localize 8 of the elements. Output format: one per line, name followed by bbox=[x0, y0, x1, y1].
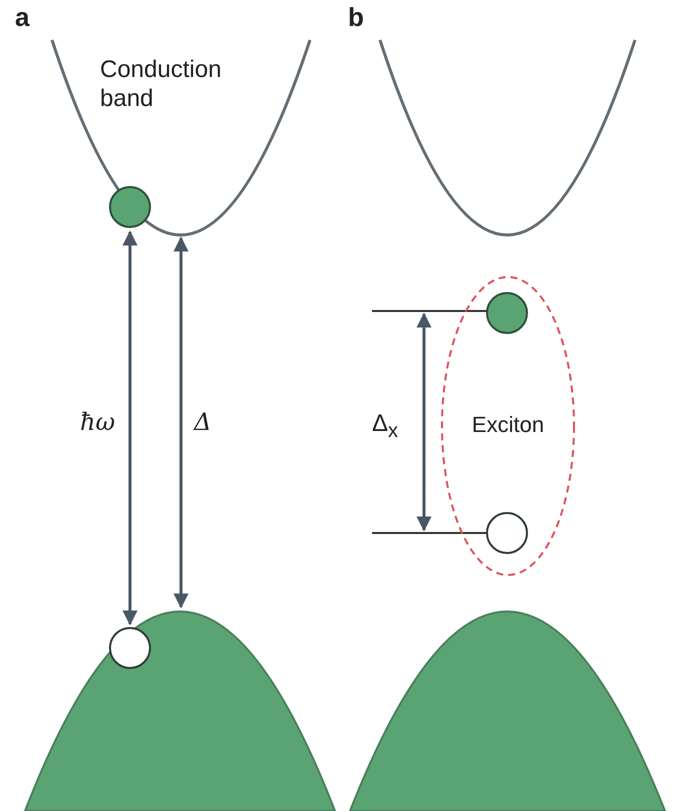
energy-label: Δ bbox=[194, 408, 212, 436]
band-label: Conduction band bbox=[100, 56, 222, 114]
exciton-outline bbox=[440, 275, 576, 577]
energy-label: ħω bbox=[80, 408, 116, 436]
panel-letter: b bbox=[348, 2, 364, 33]
energy-label: Δ$_{x}$ bbox=[372, 410, 398, 443]
exciton-label: Exciton bbox=[470, 412, 546, 438]
panel-letter: a bbox=[15, 2, 30, 33]
